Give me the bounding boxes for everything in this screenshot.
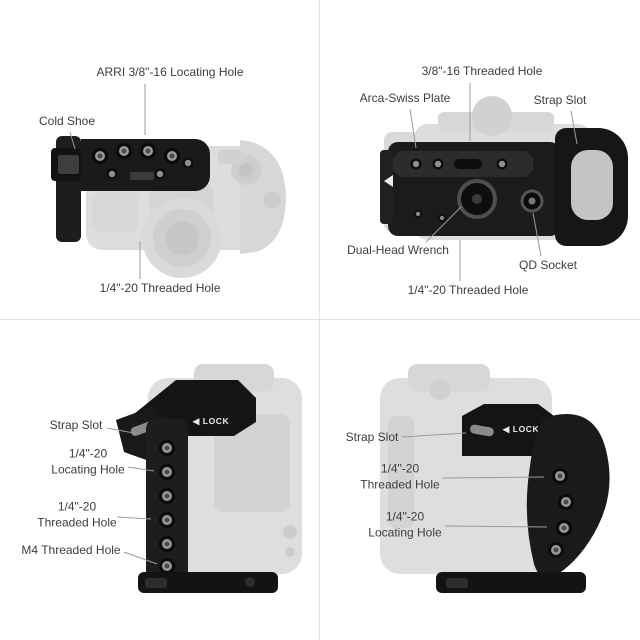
camera-left-side-illustration: ◀ LOCK <box>106 364 302 593</box>
camera-bottom-view-illustration <box>380 83 628 281</box>
callout-quarter-locating-hole-right: 1/4"-20 Locating Hole <box>368 509 442 539</box>
callout-strap-slot-bottom: Strap Slot <box>533 93 587 108</box>
bottom-plate-shape <box>436 572 586 593</box>
cage-top <box>51 136 210 242</box>
cage-logo-marking <box>130 172 154 180</box>
callout-quarter-threaded-hole-bottom: 1/4"-20 Threaded Hole <box>407 283 529 298</box>
leader-lines-top-view <box>69 84 146 279</box>
lock-marking: ◀ LOCK <box>192 416 230 426</box>
callout-quarter-threaded-hole-left: 1/4"-20 Threaded Hole <box>37 499 117 529</box>
quadrant-bottom-view: 3/8"-16 Threaded Hole Arca-Swiss Plate S… <box>320 0 640 320</box>
quadrant-left-side-view: ◀ LOCK Strap Slot 1/4"-20 Locating Hole … <box>0 320 320 640</box>
callout-arca-swiss-plate: Arca-Swiss Plate <box>359 91 451 106</box>
callout-quarter-threaded-hole-top: 1/4"-20 Threaded Hole <box>99 281 221 296</box>
leader-lines-bottom-view <box>409 83 578 281</box>
callout-dual-head-wrench: Dual-Head Wrench <box>347 243 449 258</box>
callout-strap-slot-left: Strap Slot <box>49 418 103 433</box>
camera-right-side-illustration: ◀ LOCK <box>380 364 610 593</box>
cage-left-side: ◀ LOCK <box>116 380 278 593</box>
callout-qd-socket: QD Socket <box>518 258 578 273</box>
bottom-plate-shape <box>138 572 278 593</box>
callout-quarter-locating-hole-left: 1/4"-20 Locating Hole <box>51 446 125 476</box>
cage-right-side: ◀ LOCK <box>436 404 610 593</box>
leader-lines-right-side <box>401 432 548 528</box>
quadrant-right-side-view: ◀ LOCK Strap Slot 1/4"-20 Threaded Hole … <box>320 320 640 640</box>
callout-m4-threaded-hole: M4 Threaded Hole <box>21 543 121 558</box>
alignment-arrow-marking <box>384 175 393 187</box>
callout-arri-locating-hole: ARRI 3/8"-16 Locating Hole <box>96 65 244 80</box>
leader-lines-left-side <box>106 427 158 565</box>
lock-marking: ◀ LOCK <box>502 424 540 434</box>
divider-horizontal <box>0 319 640 320</box>
callout-38-threaded-hole: 3/8"-16 Threaded Hole <box>421 64 543 79</box>
strap-slot-shape <box>470 424 494 437</box>
callout-quarter-threaded-hole-right: 1/4"-20 Threaded Hole <box>360 461 440 491</box>
callout-cold-shoe: Cold Shoe <box>38 114 96 129</box>
divider-vertical <box>319 0 320 640</box>
quadrant-top-view: ARRI 3/8"-16 Locating Hole Cold Shoe 1/4… <box>0 0 320 320</box>
camera-top-view-illustration <box>51 84 286 279</box>
cage-bottom <box>380 128 628 246</box>
callout-strap-slot-right: Strap Slot <box>345 430 399 445</box>
